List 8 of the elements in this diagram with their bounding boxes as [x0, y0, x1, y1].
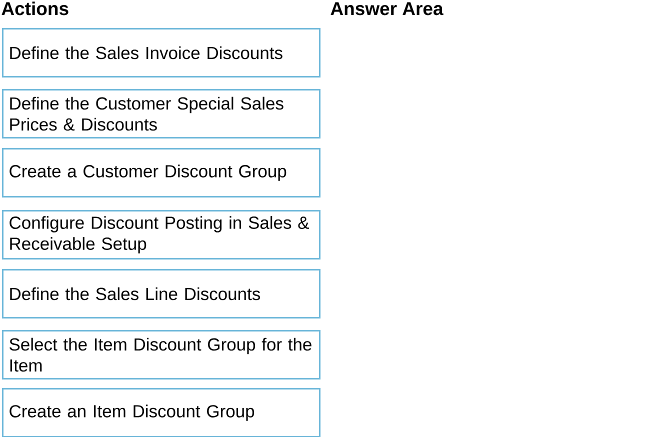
action-box: Define the Sales Line Discounts: [2, 269, 320, 318]
action-box: Create a Customer Discount Group: [2, 148, 320, 198]
action-box: Create an Item Discount Group: [2, 388, 320, 437]
action-box: Define the Sales Invoice Discounts: [2, 28, 320, 78]
heading: Answer Area: [330, 2, 444, 16]
action-box: Select the Item Discount Group for the Item: [2, 330, 320, 380]
action-box: Configure Discount Posting in Sales & Receivable Setup: [2, 210, 320, 260]
action-box: Define the Customer Special Sales Prices & Discounts: [2, 89, 320, 138]
